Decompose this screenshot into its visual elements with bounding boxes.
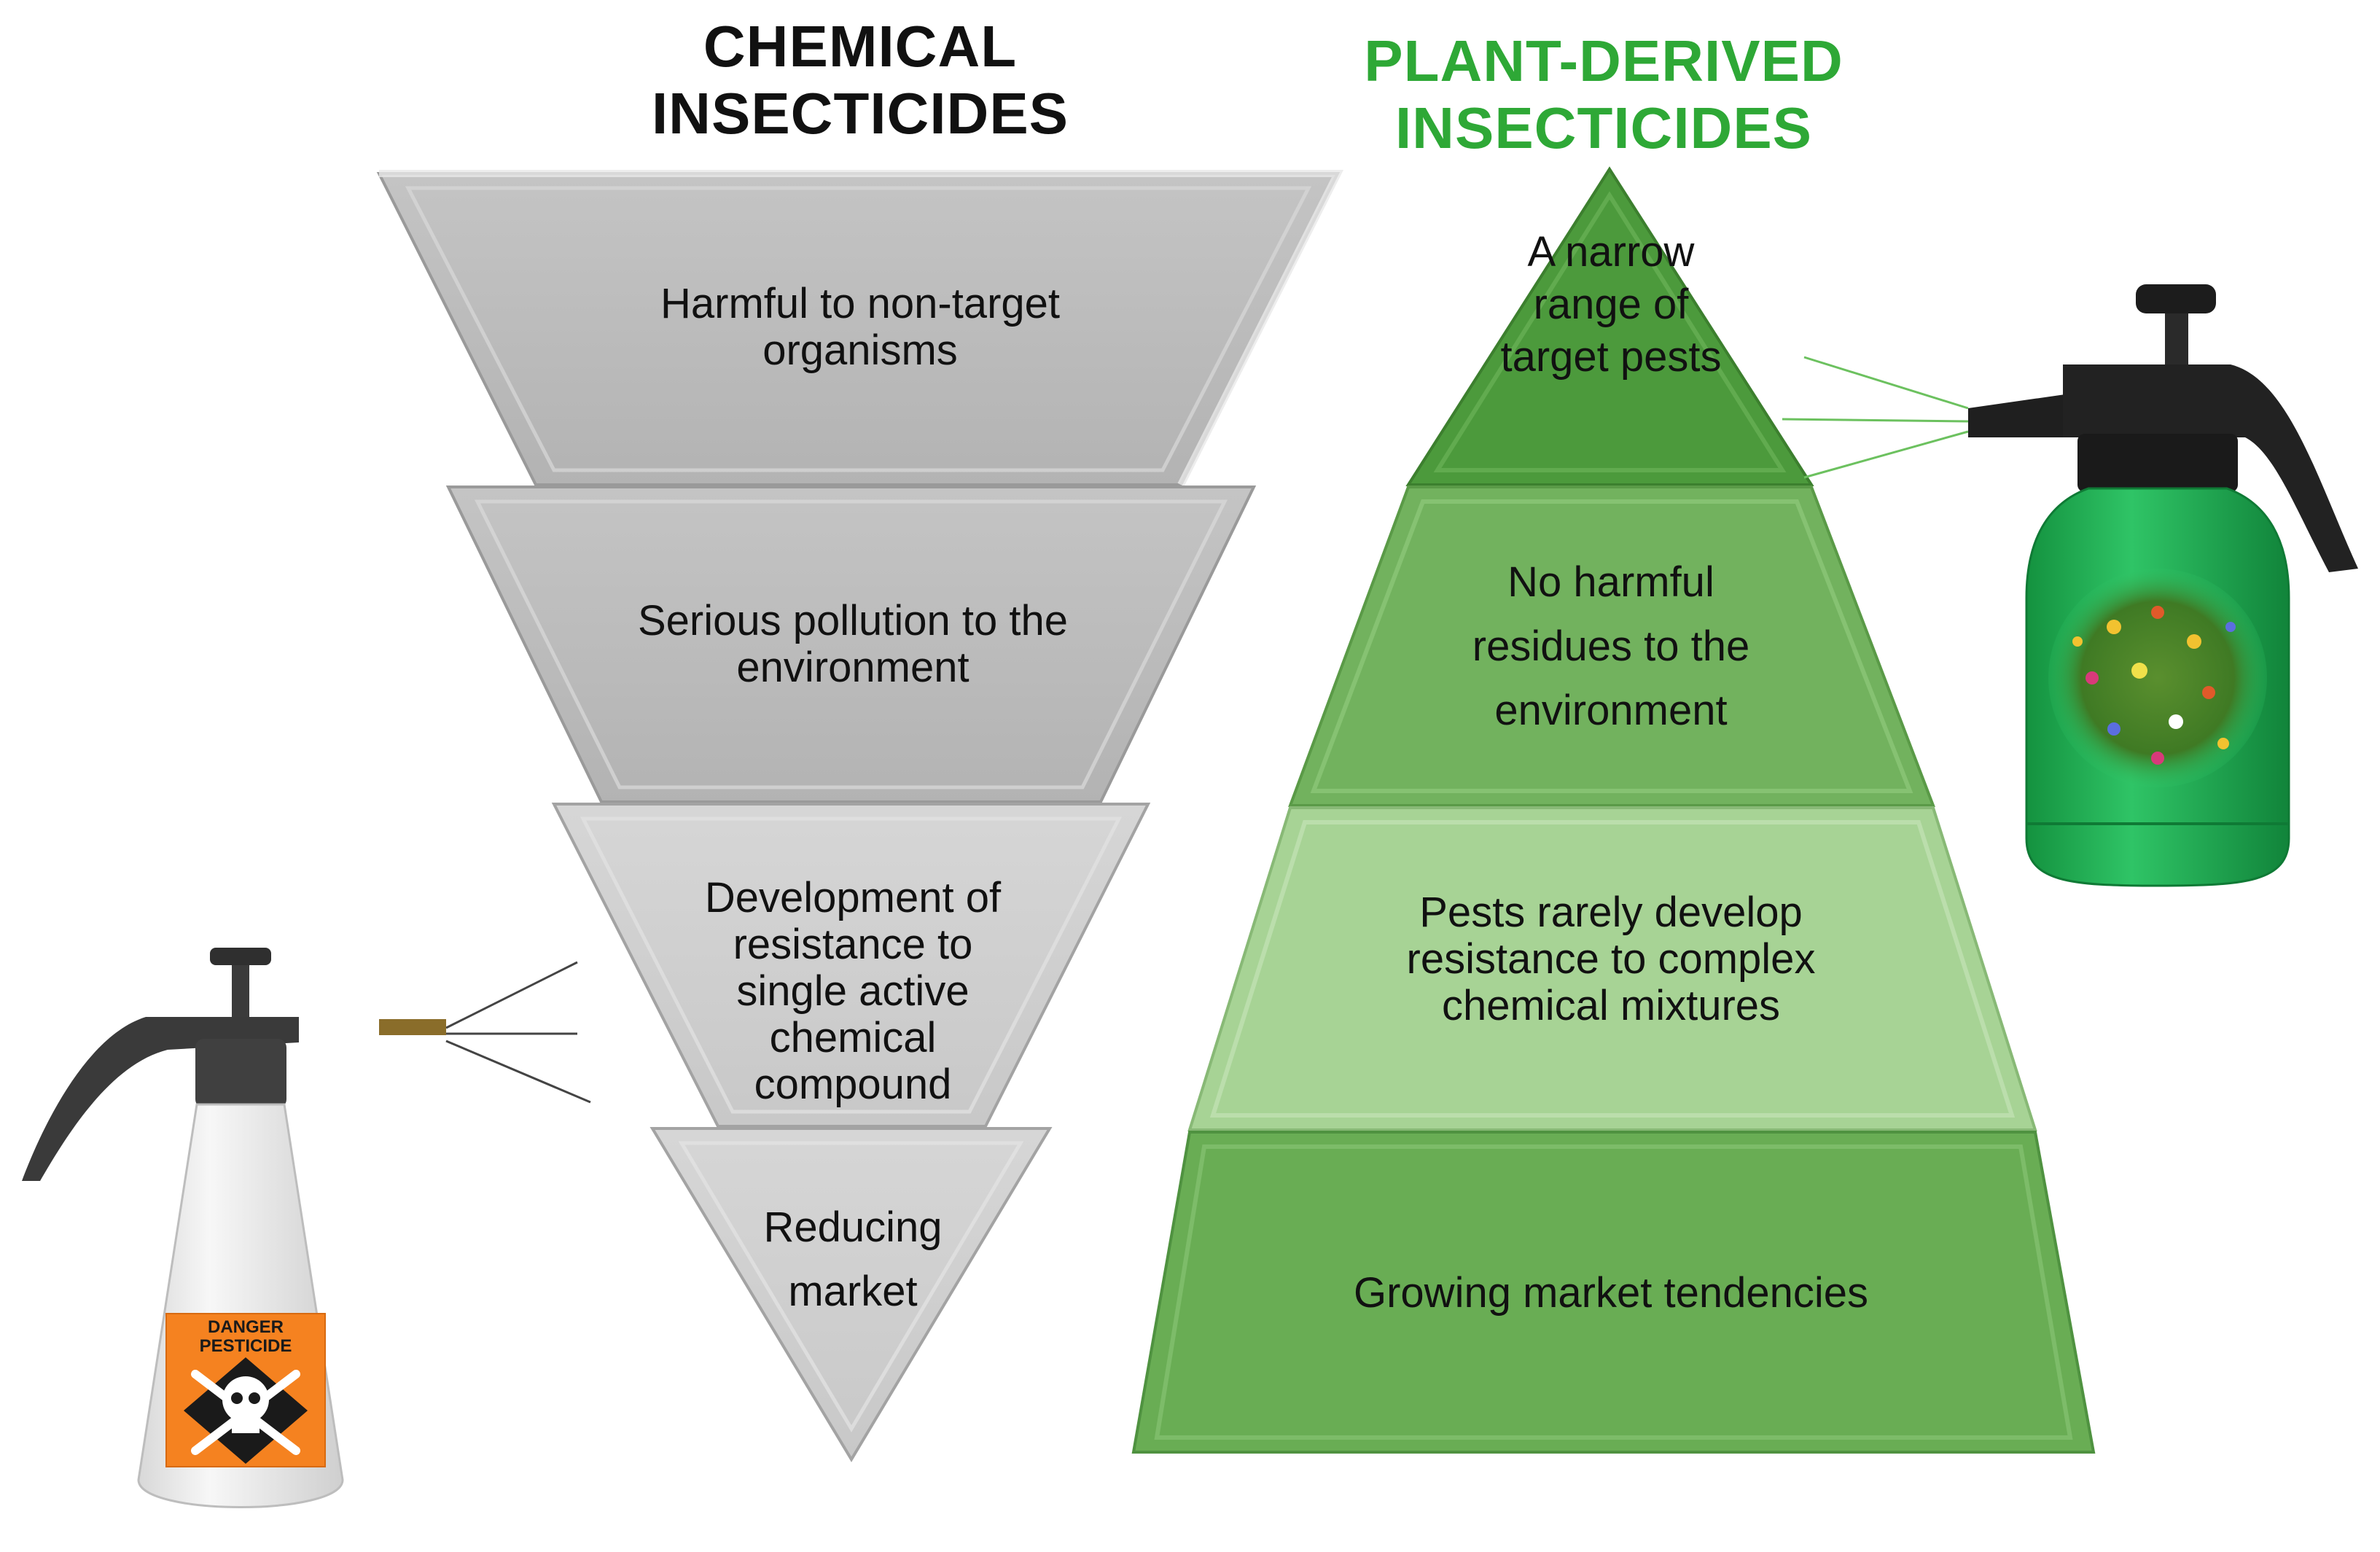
plant-level-2-shape	[1288, 486, 1935, 807]
chemical-level-1-shape	[376, 170, 1344, 487]
chemical-level-3-shape	[551, 803, 1151, 1128]
flower-meadow-icon	[2048, 569, 2267, 787]
plant-level-1-shape	[1405, 166, 1814, 486]
plant-level-3-shape	[1187, 806, 2037, 1131]
plant-sprayer-image	[1782, 284, 2358, 887]
skull-icon	[184, 1357, 308, 1464]
chemical-level-4-label: Reducing market	[763, 1204, 943, 1315]
plant-level-4-label: Growing market tendencies	[1354, 1269, 1868, 1317]
chemical-level-2-label: Serious pollution to the environment	[637, 597, 1069, 691]
chemical-pyramid	[376, 170, 1344, 1462]
spray-lines-chemical	[445, 961, 591, 1104]
spray-lines-plant	[1782, 356, 1969, 479]
danger-label-line1: DANGER	[208, 1317, 284, 1337]
chemical-level-2-shape	[445, 486, 1257, 803]
plant-title-line2: INSECTICIDES	[1394, 95, 1813, 160]
plant-pyramid	[1131, 166, 2096, 1454]
plant-level-2-label: No harmful residues to the environment	[1472, 558, 1750, 734]
chemical-title-line2: INSECTICIDES	[651, 81, 1069, 146]
chemical-sprayer-image: DANGER PESTICIDE	[22, 948, 591, 1508]
plant-title-line1: PLANT-DERIVED	[1364, 28, 1843, 93]
plant-level-3-label: Pests rarely develop resistance to compl…	[1406, 889, 1816, 1029]
chemical-level-1-label: Harmful to non-target organisms	[660, 280, 1061, 374]
flower-dots	[2072, 606, 2236, 765]
plant-level-4-shape	[1131, 1131, 2096, 1454]
chemical-level-3-label: Development of resistance to single acti…	[704, 874, 1002, 1108]
plant-level-1-label: A narrow range of target pests	[1500, 228, 1722, 381]
chemical-title-line1: CHEMICAL	[703, 14, 1018, 79]
chemical-insecticides-title: CHEMICAL INSECTICIDES	[561, 13, 1159, 147]
chemical-level-4-shape	[649, 1127, 1053, 1462]
danger-label-line2: PESTICIDE	[200, 1336, 292, 1356]
plant-derived-insecticides-title: PLANT-DERIVED INSECTICIDES	[1298, 28, 1910, 162]
